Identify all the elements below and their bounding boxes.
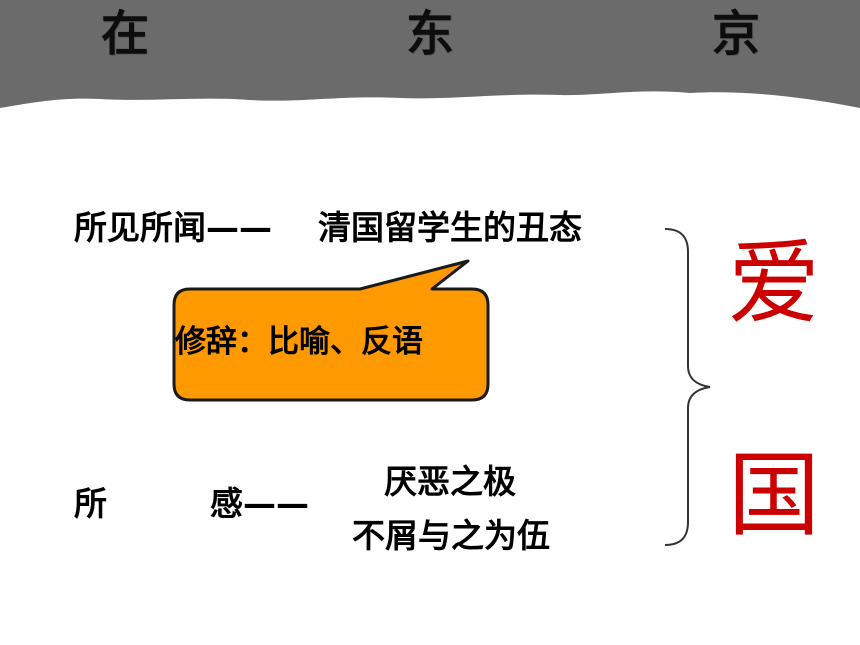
side-char-guo: 国 [728,442,821,549]
title-char-2: 东 [406,6,455,62]
side-char-ai: 爱 [728,230,821,337]
seen-heard-label: 所见所闻—— [74,208,272,247]
header-band [0,0,860,108]
title-char-1: 在 [101,6,150,62]
seen-heard-content: 清国留学生的丑态 [318,208,582,247]
feeling-line-1: 厌恶之极 [384,462,516,501]
feeling-label-part1: 所 [74,484,107,523]
rhetoric-callout-text: 修辞：比喻、反语 [175,324,423,360]
feeling-line-2: 不屑与之为伍 [352,516,550,555]
title-char-3: 京 [712,6,761,62]
feeling-label-part2: 感—— [210,484,309,523]
